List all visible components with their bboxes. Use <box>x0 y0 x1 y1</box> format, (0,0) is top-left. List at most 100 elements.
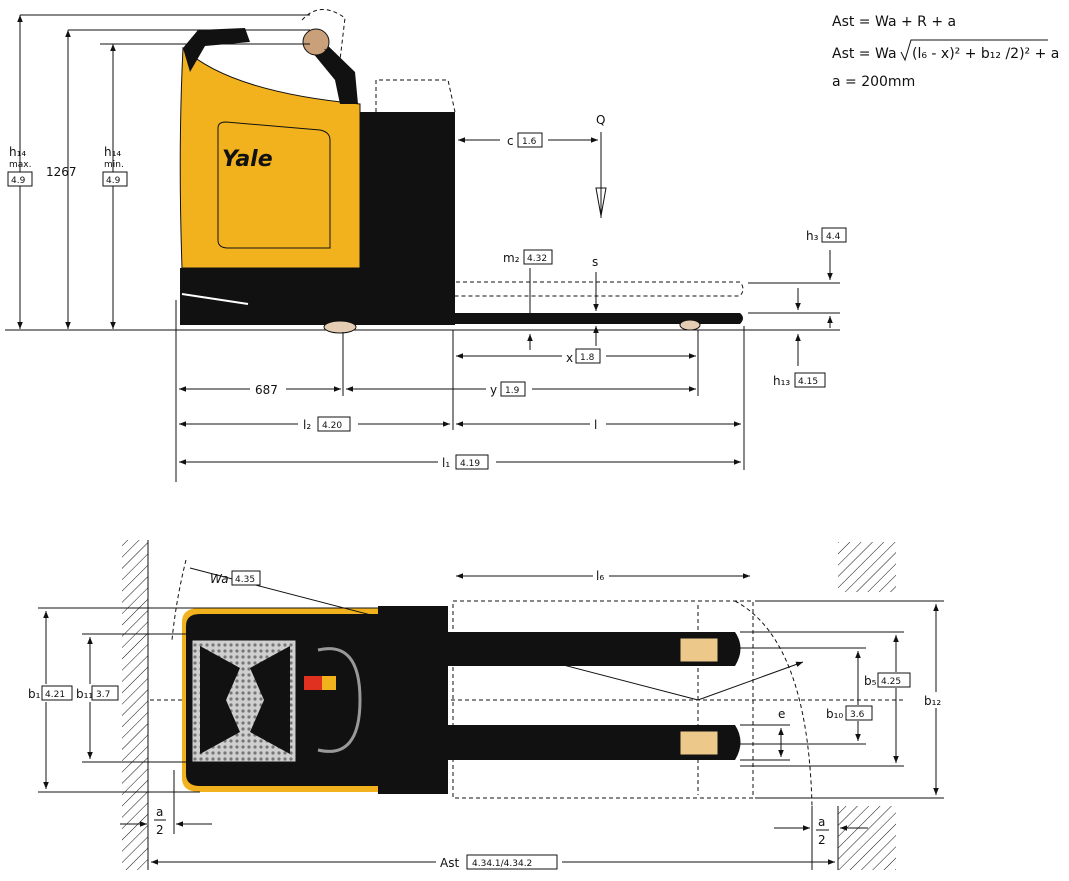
height-1267-label: 1267 <box>46 165 77 179</box>
c-symbol: c <box>507 134 514 148</box>
b11-symbol: b₁₁ <box>76 687 93 701</box>
b12-label: b₁₂ <box>924 694 941 708</box>
yellow-hood <box>179 46 361 269</box>
l1-symbol: l₁ <box>442 456 450 470</box>
l6-label: l₆ <box>596 569 604 583</box>
l-label: l <box>594 418 597 432</box>
x-ref: 1.8 <box>580 353 595 363</box>
ast-symbol: Ast <box>440 856 459 870</box>
b1-ref-box <box>41 685 73 701</box>
grab-handle <box>183 28 250 72</box>
bottom-right-wall-hatch <box>838 806 896 870</box>
b10-symbol: b₁₀ <box>826 707 843 721</box>
tiller-swing-outline <box>301 9 346 61</box>
l1-ref: 4.19 <box>460 459 480 469</box>
b10-ref-box <box>845 705 873 721</box>
a2-left-den: 2 <box>156 823 164 837</box>
mat-foot-right <box>250 646 290 754</box>
h14-max-ref-box <box>7 171 33 187</box>
bumper-stripe <box>181 293 249 305</box>
h14-min-ref-box <box>102 171 128 187</box>
m2-ref: 4.32 <box>527 254 547 264</box>
h3-ref: 4.4 <box>826 232 841 242</box>
h13-symbol: h₁₃ <box>773 374 790 388</box>
battery-top <box>378 606 448 794</box>
h14-min-ref: 4.9 <box>106 176 121 186</box>
formula-line-3: a = 200mm <box>832 74 915 90</box>
battery-compartment <box>350 112 455 320</box>
yale-logo: Yale <box>222 147 273 172</box>
a2-left-num: a <box>156 805 163 819</box>
top-view: Wa 4.35 l₆ b₁ 4.21 b₁₁ 3.7 e b₁₀ <box>28 540 948 871</box>
rear-swing-arc <box>171 559 187 641</box>
fork-side <box>375 313 743 324</box>
control-button <box>322 676 336 690</box>
h14-max-symbol: h₁₄ <box>9 145 26 159</box>
b11-ref: 3.7 <box>96 690 110 700</box>
b10-ref: 3.6 <box>850 710 865 720</box>
l2-symbol: l₂ <box>303 418 311 432</box>
wa-line <box>189 567 699 701</box>
h14-min-symbol: h₁₄ <box>104 145 121 159</box>
x-ref-box <box>575 348 601 364</box>
wa-to-corner <box>697 661 804 701</box>
top-right-wall-hatch <box>838 542 896 592</box>
h14-min-qualifier: min. <box>104 160 124 170</box>
q-arrow <box>595 187 607 217</box>
fork-top-upper <box>448 632 741 666</box>
formula-line-2-root: (l₆ - x)² + b₁₂ /2)² + a <box>912 46 1059 62</box>
e-label: e <box>778 707 785 721</box>
b12-label-bg <box>922 692 948 708</box>
truck-side-drawing: Yale <box>179 9 744 334</box>
q-label: Q <box>596 113 605 127</box>
tiller <box>312 38 358 104</box>
a2-right-den: 2 <box>818 833 826 847</box>
ast-ref-box <box>466 854 558 870</box>
emergency-button <box>304 676 322 690</box>
sqrt-sign <box>900 39 1048 62</box>
side-view: Yale h₁₄ max. 4.9 1267 h₁₄ min. 4.9 c 1.… <box>5 9 847 482</box>
tiller-head <box>302 28 330 56</box>
hood-panel <box>217 121 331 249</box>
h14-max-ref: 4.9 <box>11 176 26 186</box>
drive-wheel <box>323 320 357 334</box>
b11-ref-box <box>91 685 119 701</box>
l1-ref-box <box>455 454 489 470</box>
y-symbol: y <box>490 383 497 397</box>
wa-ref: 4.35 <box>235 575 255 585</box>
overhead-outline <box>375 79 456 113</box>
h13-ref: 4.15 <box>798 377 818 387</box>
l2-ref-box <box>317 416 351 432</box>
roller-upper <box>679 637 719 663</box>
m2-symbol: m₂ <box>503 251 520 265</box>
formula-line-1: Ast = Wa + R + a <box>832 14 956 30</box>
b1-symbol: b₁ <box>28 687 41 701</box>
s-label: s <box>592 255 598 269</box>
c-ref: 1.6 <box>522 137 537 147</box>
h3-symbol: h₃ <box>806 229 819 243</box>
formula-line-2-prefix: Ast = Wa <box>832 46 897 62</box>
formula-block: Ast = Wa + R + a Ast = Wa (l₆ - x)² + b₁… <box>832 14 1059 90</box>
b5-symbol: b₅ <box>864 674 877 688</box>
fork-top-lower <box>448 725 741 760</box>
ast-ref: 4.34.1/4.34.2 <box>472 859 532 869</box>
wa-symbol: Wa <box>210 572 229 586</box>
truck-top-drawing <box>182 606 741 794</box>
y-ref-box <box>500 381 526 397</box>
b5-ref: 4.25 <box>881 677 901 687</box>
b1-ref: 4.21 <box>45 690 65 700</box>
l-label-bg <box>590 416 606 432</box>
wa-ref-box <box>231 570 261 586</box>
h3-ref-box <box>821 227 847 243</box>
b5-ref-box <box>877 672 911 688</box>
d687-label-bg <box>250 381 286 397</box>
y-ref: 1.9 <box>505 386 520 396</box>
d687-label: 687 <box>255 383 278 397</box>
tiller-top <box>317 647 362 753</box>
left-wall-hatch <box>122 540 148 870</box>
l2-ref: 4.20 <box>322 421 342 431</box>
m2-ref-box <box>523 249 553 265</box>
c-ref-box <box>517 132 543 148</box>
